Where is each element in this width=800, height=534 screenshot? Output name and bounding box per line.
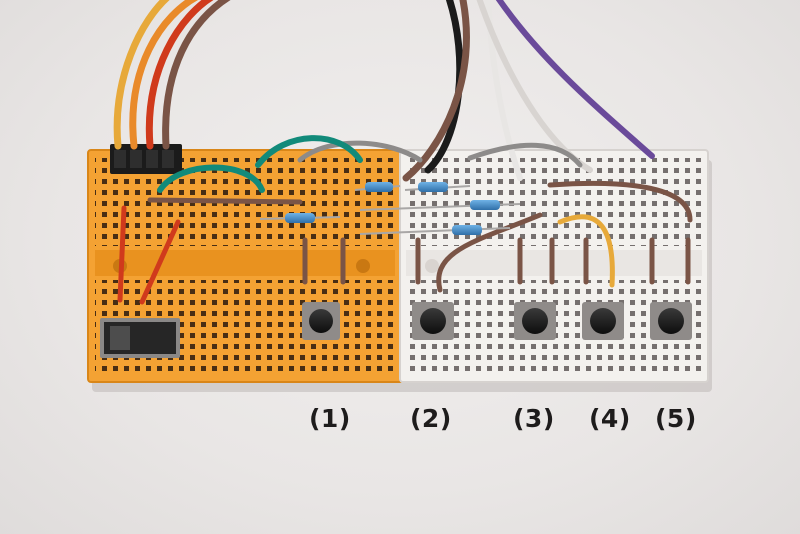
resistors: [259, 182, 521, 235]
top-right-wires: [297, 0, 655, 182]
push-button-3: [514, 302, 556, 340]
push-button-2: [412, 302, 454, 340]
pin-header: [110, 144, 182, 174]
top-left-wires: [113, 0, 231, 150]
slide-switch: [100, 318, 180, 358]
push-button-5: [650, 302, 692, 340]
button-label-2: (2): [410, 404, 452, 433]
button-label-1: (1): [309, 404, 351, 433]
board-brown-wires: [147, 180, 693, 293]
green-wires: [157, 135, 363, 193]
button-label-3: (3): [513, 404, 555, 433]
button-label-4: (4): [589, 404, 631, 433]
red-wires: [117, 205, 181, 305]
button-label-5: (5): [655, 404, 697, 433]
push-button-4: [582, 302, 624, 340]
push-buttons: [302, 302, 692, 340]
yellow-wire: [557, 214, 615, 288]
push-button-1: [302, 302, 340, 340]
